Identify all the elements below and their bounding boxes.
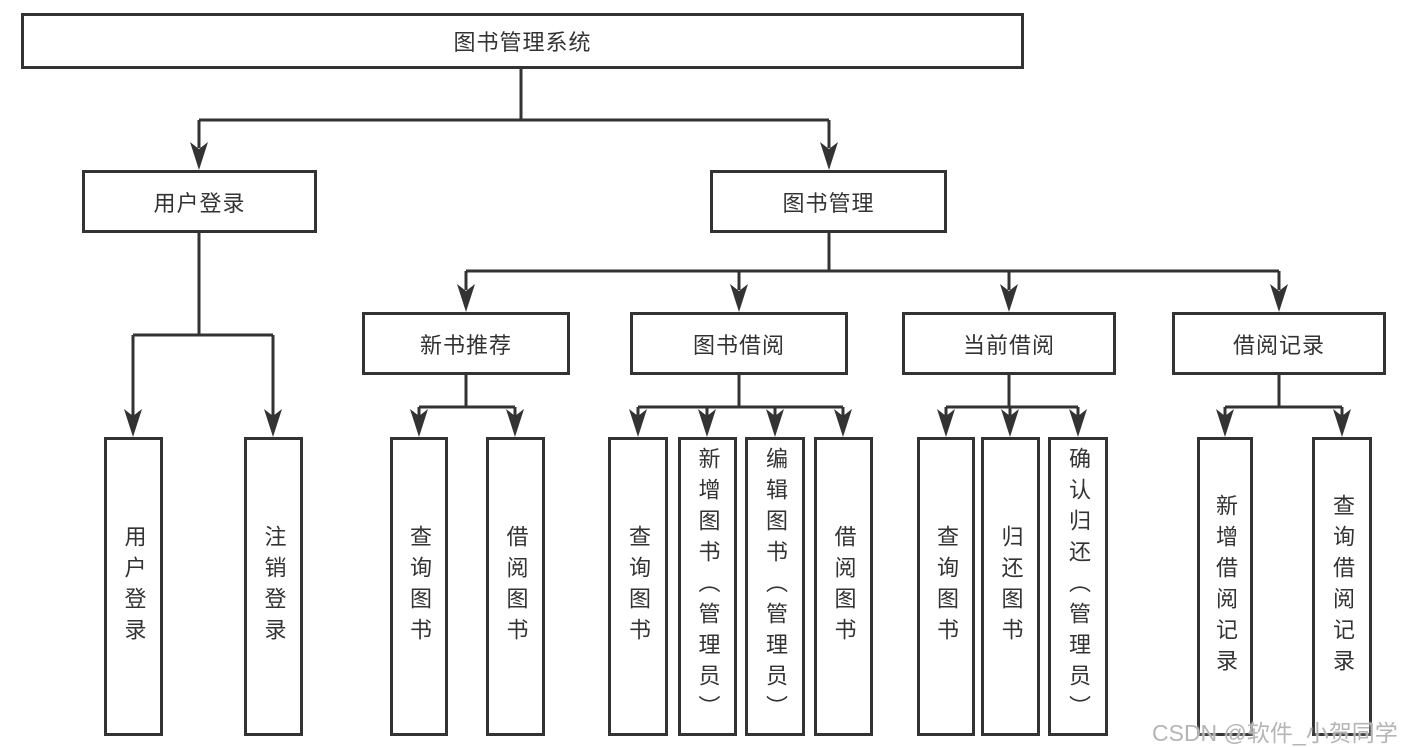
leaf-return-book-label: 归还图书 [998, 524, 1024, 649]
leaf-add-borrow-record: 新增借阅记录 [1197, 437, 1253, 736]
node-borrow-records-label: 借阅记录 [1232, 332, 1325, 358]
node-book-borrow: 图书借阅 [630, 312, 848, 375]
node-current-borrow: 当前借阅 [902, 312, 1116, 375]
node-new-book-recommend-label: 新书推荐 [419, 332, 512, 358]
node-user-login-label: 用户登录 [153, 190, 246, 216]
leaf-user-login: 用户登录 [104, 437, 163, 736]
leaf-query-books-recommend-label: 查询图书 [407, 524, 432, 649]
node-current-borrow-label: 当前借阅 [962, 332, 1055, 358]
leaf-user-login-label: 用户登录 [121, 524, 147, 649]
leaf-edit-book-admin: 编辑图书（管理员） [745, 437, 805, 736]
leaf-logout: 注销登录 [244, 437, 303, 736]
leaf-borrow-books-recommend-label: 借阅图书 [503, 524, 529, 649]
leaf-confirm-return-admin-label: 确认归还（管理员） [1066, 447, 1091, 726]
leaf-add-borrow-record-label: 新增借阅记录 [1213, 493, 1238, 680]
leaf-borrow-books-recommend: 借阅图书 [486, 437, 545, 736]
leaf-query-books-current-label: 查询图书 [934, 524, 959, 649]
node-book-management-label: 图书管理 [782, 190, 875, 216]
leaf-query-books-recommend: 查询图书 [390, 437, 448, 736]
leaf-return-book: 归还图书 [981, 437, 1040, 736]
leaf-query-borrow-record-label: 查询借阅记录 [1330, 493, 1355, 680]
csdn-watermark: CSDN @软件_小贺同学 [1152, 720, 1398, 746]
node-book-management: 图书管理 [710, 170, 947, 233]
leaf-edit-book-admin-label: 编辑图书（管理员） [763, 447, 788, 726]
leaf-add-book-admin-label: 新增图书（管理员） [695, 447, 721, 726]
leaf-borrow-books-borrow: 借阅图书 [814, 437, 873, 736]
leaf-query-books-borrow: 查询图书 [608, 437, 668, 736]
leaf-query-books-current: 查询图书 [917, 437, 975, 736]
node-borrow-records: 借阅记录 [1172, 312, 1386, 375]
node-root-label: 图书管理系统 [453, 30, 592, 55]
node-user-login: 用户登录 [82, 170, 317, 233]
leaf-borrow-books-borrow-label: 借阅图书 [831, 524, 857, 649]
node-new-book-recommend: 新书推荐 [362, 312, 570, 375]
leaf-add-book-admin: 新增图书（管理员） [678, 437, 737, 736]
leaf-confirm-return-admin: 确认归还（管理员） [1048, 437, 1108, 736]
leaf-query-books-borrow-label: 查询图书 [626, 524, 651, 649]
leaf-logout-label: 注销登录 [261, 524, 287, 649]
node-root: 图书管理系统 [21, 13, 1024, 69]
node-book-borrow-label: 图书借阅 [692, 332, 785, 358]
leaf-query-borrow-record: 查询借阅记录 [1312, 437, 1372, 736]
